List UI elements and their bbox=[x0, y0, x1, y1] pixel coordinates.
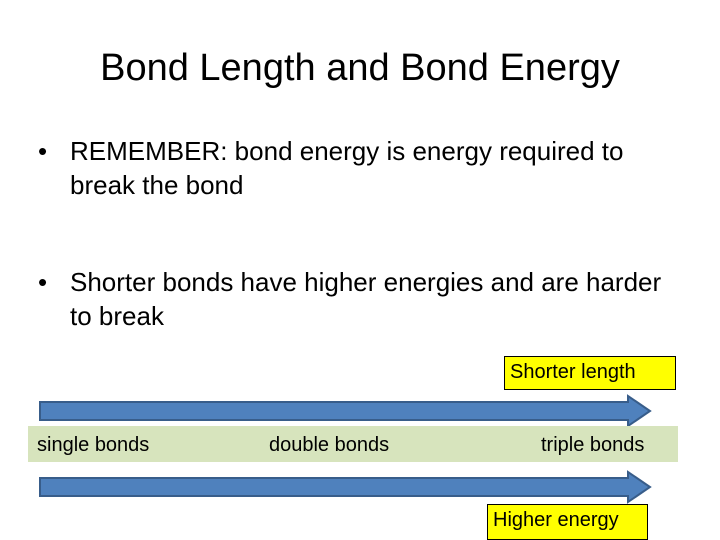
bullet-dot-icon: • bbox=[38, 136, 48, 166]
shorter-length-callout: Shorter length bbox=[504, 356, 676, 390]
single-bonds-label: single bonds bbox=[37, 434, 150, 456]
bullet-text: Shorter bonds have higher energies and a… bbox=[70, 267, 662, 331]
bullet-text: REMEMBER: bond energy is energy required… bbox=[70, 136, 624, 200]
right-arrow-icon bbox=[39, 470, 652, 504]
bullet-remember: • REMEMBER: bond energy is energy requir… bbox=[38, 134, 678, 202]
bond-type-band bbox=[28, 426, 678, 462]
arrow-shape-bottom bbox=[39, 470, 652, 504]
bullet-shorter-bonds: • Shorter bonds have higher energies and… bbox=[38, 265, 678, 333]
arrow-shape-top bbox=[39, 394, 652, 428]
slide-title: Bond Length and Bond Energy bbox=[100, 47, 620, 89]
higher-energy-callout: Higher energy bbox=[487, 504, 648, 540]
bullet-dot-icon: • bbox=[38, 267, 48, 297]
triple-bonds-label: triple bonds bbox=[541, 434, 645, 456]
right-arrow-icon bbox=[39, 394, 652, 428]
double-bonds-label: double bonds bbox=[269, 434, 390, 456]
